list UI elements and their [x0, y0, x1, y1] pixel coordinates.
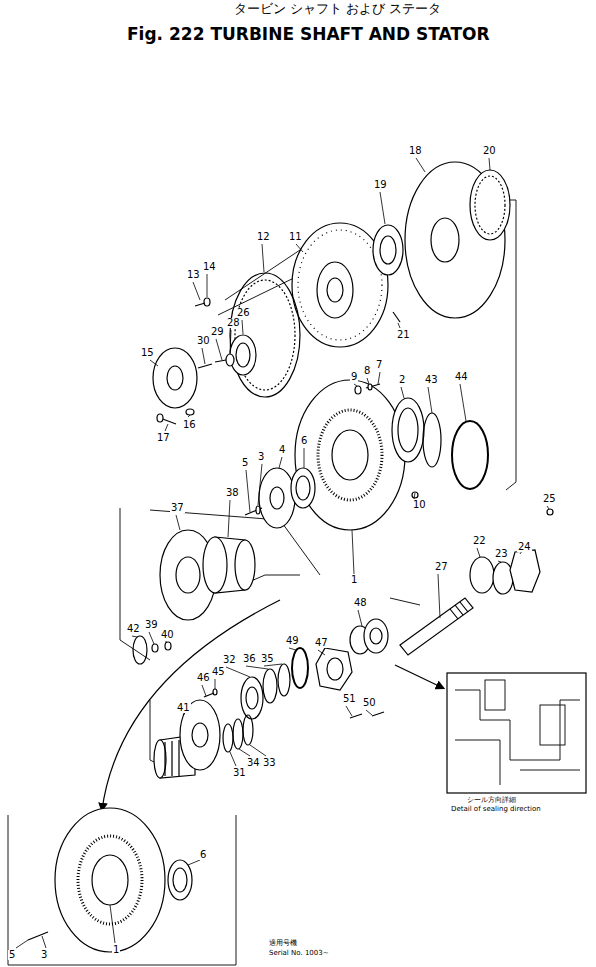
- callout-number: 49: [285, 636, 300, 646]
- callout-number: 14: [202, 262, 217, 272]
- callout-number: 29: [210, 327, 225, 337]
- callout-number: 16: [182, 420, 197, 430]
- callout-number: 12: [256, 232, 271, 242]
- callout-number: 11: [288, 232, 303, 242]
- callout-number: 31: [232, 768, 247, 778]
- callout-number: 39: [144, 620, 159, 630]
- callout-number: 28: [226, 318, 241, 328]
- callout-number: 3: [257, 452, 265, 462]
- callout-number: 35: [260, 654, 275, 664]
- callout-number: 50: [362, 698, 377, 708]
- callout-number: 25: [542, 494, 557, 504]
- callout-number: 10: [412, 500, 427, 510]
- callout-number: 40: [160, 630, 175, 640]
- callout-number: 41: [176, 703, 191, 713]
- callout-number: 26: [236, 308, 251, 318]
- callout-number: 27: [434, 562, 449, 572]
- note-text: Serial No. 1003~: [268, 950, 330, 957]
- callout-number: 18: [408, 146, 423, 156]
- callout-number: 7: [375, 360, 383, 370]
- figure-title: Fig. 222 TURBINE SHAFT AND STATOR: [126, 26, 491, 43]
- callout-number: 6: [300, 436, 308, 446]
- callout-number: 19: [373, 180, 388, 190]
- callout-number: 2: [398, 375, 406, 385]
- note-text: シール方向詳細: [466, 797, 517, 804]
- callout-number: 51: [342, 694, 357, 704]
- callout-number: 30: [196, 336, 211, 346]
- japanese-title: タービン シャフト および ステータ: [233, 2, 442, 15]
- callout-number: 46: [196, 673, 211, 683]
- callout-number: 24: [517, 542, 532, 552]
- callout-number: 45: [211, 667, 226, 677]
- callout-number: 37: [170, 503, 185, 513]
- callout-number: 38: [225, 488, 240, 498]
- callout-number: 33: [262, 758, 277, 768]
- callout-number: 4: [278, 445, 286, 455]
- callout-number: 1: [350, 575, 358, 585]
- callout-number: 3: [40, 950, 48, 960]
- callout-number: 20: [482, 146, 497, 156]
- callout-number: 43: [424, 375, 439, 385]
- callout-number: 36: [242, 654, 257, 664]
- callout-number: 44: [454, 372, 469, 382]
- note-text: Detail of sealing direction: [450, 806, 542, 813]
- note-text: 適用号機: [268, 940, 298, 947]
- callout-number: 6: [199, 850, 207, 860]
- callout-number: 21: [396, 330, 411, 340]
- callout-number: 48: [353, 598, 368, 608]
- callout-number: 5: [241, 458, 249, 468]
- callout-number: 22: [472, 536, 487, 546]
- callout-number: 17: [156, 433, 171, 443]
- callout-number: 32: [222, 655, 237, 665]
- callout-number: 34: [246, 758, 261, 768]
- callout-number: 8: [363, 366, 371, 376]
- callout-number: 1: [112, 945, 120, 955]
- callout-number: 5: [8, 950, 16, 960]
- callout-number: 23: [494, 549, 509, 559]
- callout-number: 9: [350, 372, 358, 382]
- callout-number: 47: [314, 638, 329, 648]
- callout-number: 15: [140, 348, 155, 358]
- callout-number: 42: [126, 624, 141, 634]
- callout-number: 13: [186, 270, 201, 280]
